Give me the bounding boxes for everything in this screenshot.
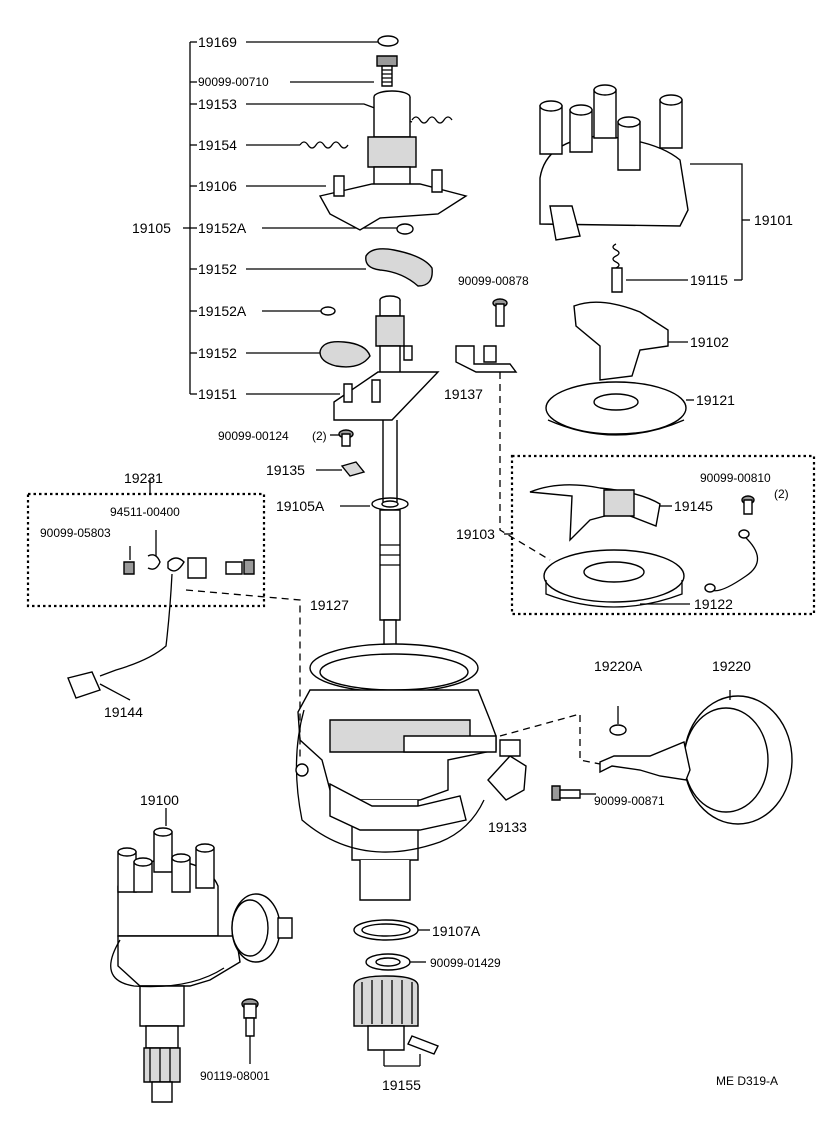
label-19105: 19105 [132,220,171,236]
label-90099-05803: 90099-05803 [40,526,111,540]
clip-19220a [609,706,627,736]
label-19152-lower: 19152 [198,345,237,361]
label-19101: 19101 [754,212,793,228]
screw-90119-08001 [241,998,259,1064]
label-19121: 19121 [696,392,735,408]
weight-19152-upper [365,248,433,287]
diagram-code: ME D319-A [716,1074,778,1088]
label-19107a: 19107A [432,923,481,939]
label-19231: 19231 [124,470,163,486]
connector-19144 [67,671,131,701]
label-19154: 19154 [198,137,237,153]
label-19169: 19169 [198,34,237,50]
clip-19169 [377,35,399,47]
label-19152a-upper: 19152A [198,220,247,236]
leader-lines-cap [626,163,750,281]
bracket-19137 [455,345,551,561]
screw-90099-00871 [551,785,596,801]
washer-19105a [371,497,409,511]
label-90099-00810-qty: (2) [774,487,789,501]
main-shaft [379,420,401,657]
rotor-19102 [573,301,688,381]
clip-19152a-upper [396,223,414,235]
group-box-19231 [26,478,301,760]
gear-19155 [353,975,439,1067]
housing-19127 [295,643,497,901]
o-ring-19107a [353,919,430,941]
label-90099-00871: 90099-00871 [594,794,665,808]
label-19152-upper: 19152 [198,261,237,277]
label-19103: 19103 [456,526,495,542]
label-19133: 19133 [488,819,527,835]
label-19145: 19145 [674,498,713,514]
screw-90099-00878 [492,298,508,327]
label-19105a: 19105A [276,498,325,514]
label-19100: 19100 [140,792,179,808]
group-bracket-19105 [183,41,197,395]
label-90099-00810: 90099-00810 [700,471,771,485]
weight-19152-lower [319,341,371,368]
part-labels: 19169 90099-00710 19153 19154 19106 1910… [40,34,793,1093]
label-90099-00878: 90099-00878 [458,274,529,288]
label-19137: 19137 [444,386,483,402]
spring-19153 [411,116,453,124]
label-90099-00710: 90099-00710 [198,75,269,89]
label-19106: 19106 [198,178,237,194]
dust-cover-19121 [545,381,694,436]
label-19151: 19151 [198,386,237,402]
label-19153: 19153 [198,96,237,112]
governor-plate-19106 [318,169,468,231]
label-19220a: 19220A [594,658,643,674]
spring-19154 [299,141,349,149]
vacuum-advancer-19220 [499,690,793,825]
label-19102: 19102 [690,334,729,350]
shaft-19151 [333,295,440,421]
clip-19152a-lower [320,306,336,316]
washer-90099-01429 [365,953,426,971]
label-90099-00124: 90099-00124 [218,429,289,443]
distributor-cap-19101 [539,84,689,241]
screw-90099-00810 [741,495,755,515]
label-94511-00400: 94511-00400 [110,505,180,519]
label-19115: 19115 [690,272,728,288]
condenser-19133 [487,739,527,801]
label-90099-01429: 90099-01429 [430,956,501,970]
distributor-assembly-19100 [110,808,293,1103]
spring-19115 [611,243,623,293]
label-19155: 19155 [382,1077,421,1093]
label-19127: 19127 [310,597,349,613]
label-90119-08001: 90119-08001 [200,1069,270,1083]
screw-90099-00124 [338,429,354,447]
leader-lines-top [246,41,413,507]
label-90099-00124-qty: (2) [312,429,327,443]
cam-shaft-19153 [367,90,417,192]
plate-19135 [340,461,366,477]
label-19144: 19144 [104,704,143,720]
label-19122: 19122 [694,596,733,612]
label-19152a-lower: 19152A [198,303,247,319]
label-19135: 19135 [266,462,305,478]
group-box-19103 [504,454,816,616]
label-19220: 19220 [712,658,751,674]
screw-90099-00710 [376,55,398,87]
